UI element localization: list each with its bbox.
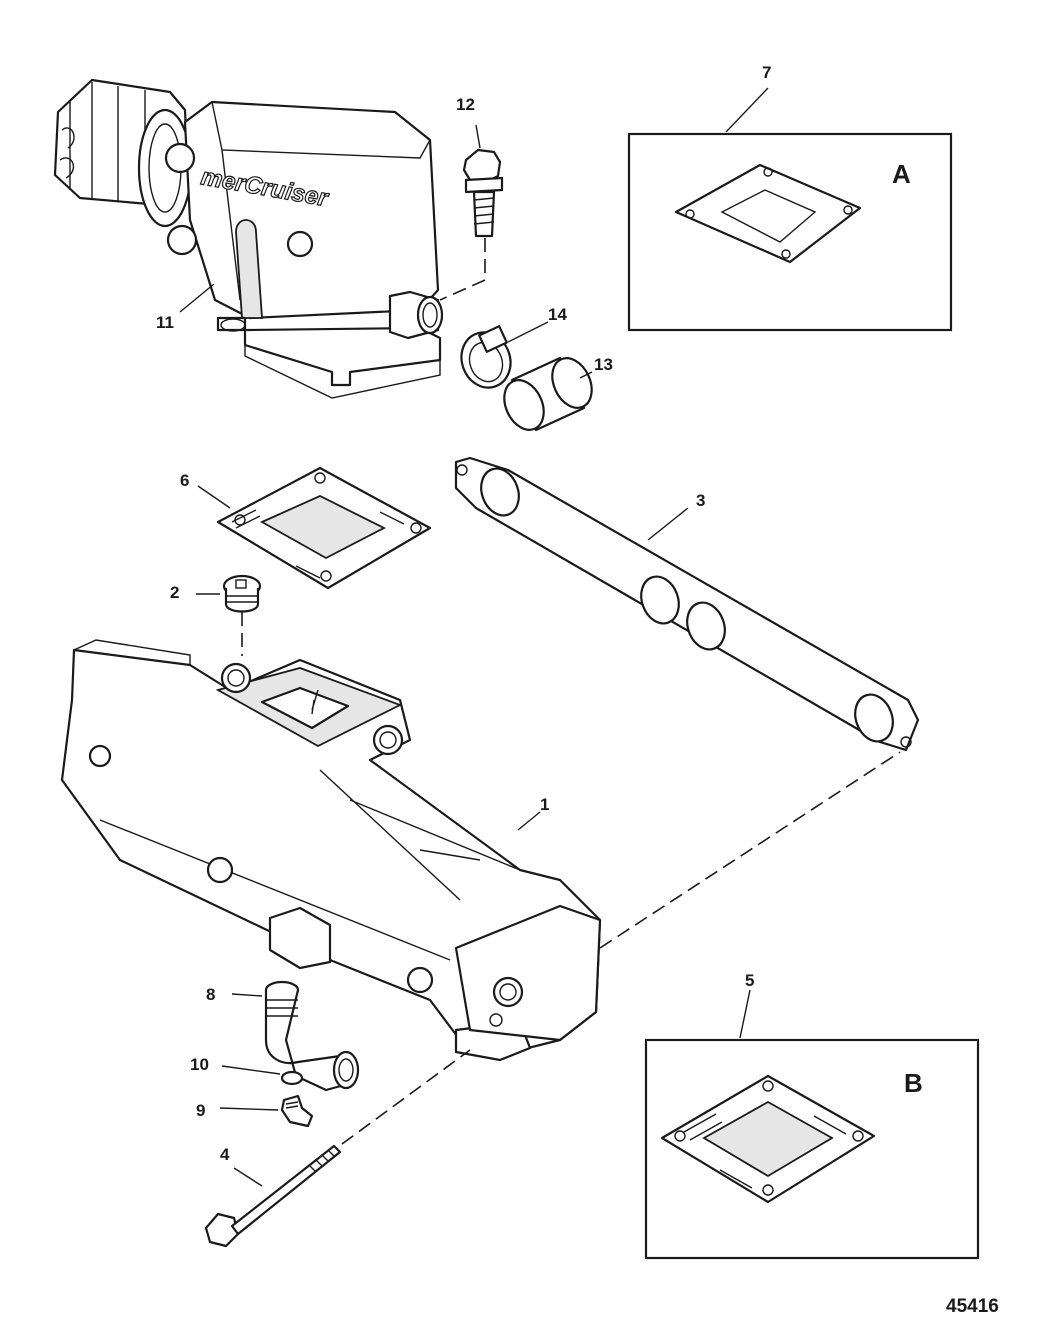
callout-5: 5	[745, 971, 754, 990]
pipe-plug-part-2	[196, 574, 262, 656]
inset-box-b: B	[644, 989, 980, 1260]
document-number: 45416	[946, 1296, 999, 1317]
callout-12: 12	[456, 95, 475, 114]
callout-14: 14	[548, 305, 567, 324]
callout-7: 7	[762, 63, 771, 82]
callout-10: 10	[190, 1055, 209, 1074]
alignment-line-3	[599, 751, 901, 949]
callout-4: 4	[220, 1145, 230, 1164]
long-bolt-part-4	[204, 1049, 471, 1248]
gasket-part-6	[197, 466, 432, 590]
o-ring-part-10	[221, 1065, 304, 1086]
callout-3: 3	[696, 491, 705, 510]
manifold-gasket-part-3	[454, 456, 920, 752]
callout-numbers: 1 2 3 4 5 6 7 8 9 10 11 12 13 14	[156, 63, 771, 1164]
callout-9: 9	[196, 1101, 205, 1120]
callout-11: 11	[156, 313, 174, 332]
sleeve-part-13	[503, 356, 593, 432]
exhaust-elbow-part: merCruiser	[53, 78, 444, 399]
drain-fitting-part-9	[219, 1094, 314, 1128]
callout-1: 1	[540, 795, 549, 814]
hose-clamp-part-14	[460, 321, 549, 389]
callout-2: 2	[170, 583, 179, 602]
exhaust-manifold-part-1	[60, 639, 602, 1062]
callout-8: 8	[206, 985, 215, 1004]
callout-13: 13	[594, 355, 613, 374]
inset-box-a: A	[627, 87, 953, 332]
callout-6: 6	[180, 471, 189, 490]
inset-a-label: A	[892, 159, 911, 189]
inset-b-label: B	[904, 1068, 923, 1098]
bolt-part-12	[439, 124, 504, 301]
elbow-fitting-part-8	[231, 980, 360, 1092]
